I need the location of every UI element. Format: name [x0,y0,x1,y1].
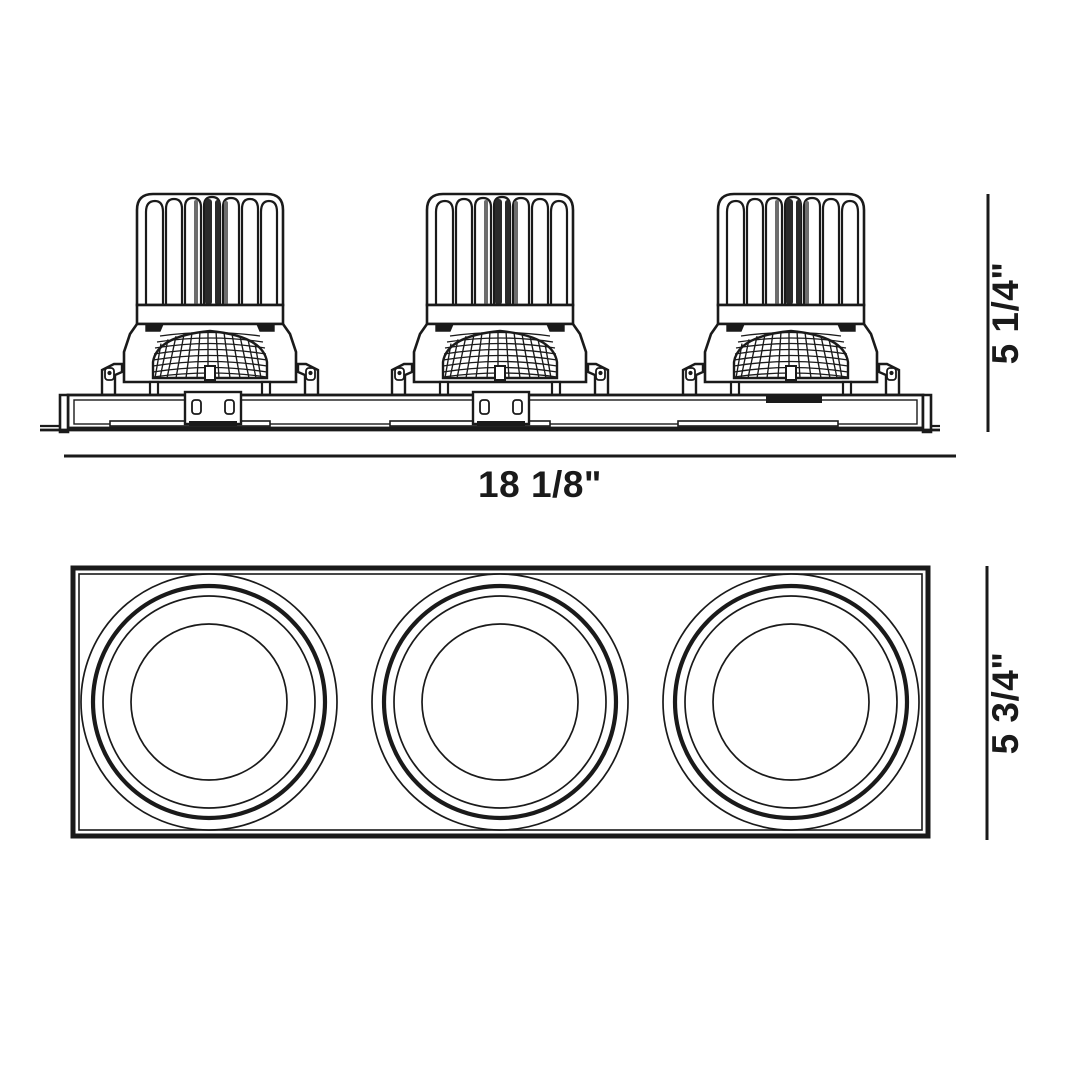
dimension-label-elevation-height: 5 1/4" [985,262,1026,365]
plate-clip-center [471,390,531,426]
side-elevation-view [40,192,940,434]
plate-clip-left [183,390,243,426]
dimension-overall-width: 18 1/8" [64,454,956,505]
dimension-plan-height: 5 3/4" [985,566,1026,840]
dimension-label-width: 18 1/8" [478,464,602,505]
plate-clip-right [766,395,822,403]
luminaire-head-right [681,192,901,397]
bottom-plan-view [70,565,931,839]
plan-aperture-left [81,574,337,830]
plan-aperture-right [663,574,919,830]
dimension-elevation-height: 5 1/4" [985,194,1026,432]
luminaire-head-center [390,192,610,397]
plan-aperture-center [372,574,628,830]
luminaire-head-left [100,192,320,397]
dimension-label-plan-height: 5 3/4" [985,652,1026,755]
